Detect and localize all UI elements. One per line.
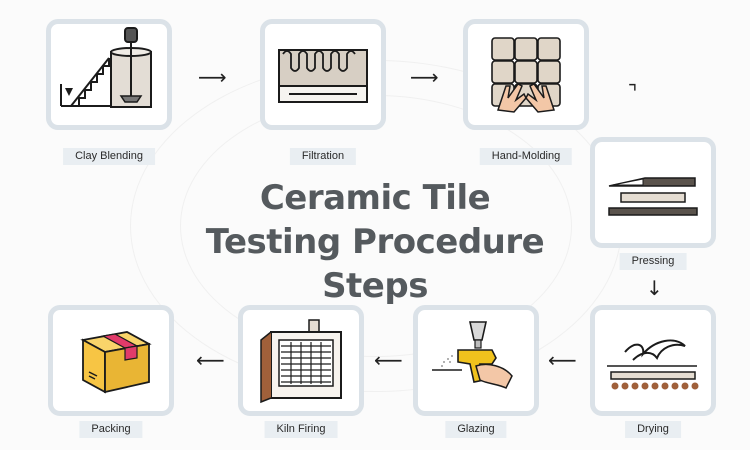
step-card bbox=[590, 305, 716, 416]
step-label: Filtration bbox=[289, 148, 357, 165]
arrow-right-icon: ⟶ bbox=[410, 65, 439, 89]
step-card bbox=[463, 19, 589, 130]
arrow-corner-down-icon: ⌝ bbox=[628, 80, 638, 104]
kiln-icon bbox=[260, 319, 342, 404]
arrow-right-icon: ⟶ bbox=[198, 65, 227, 89]
arrow-left-icon: ⟵ bbox=[548, 348, 577, 372]
step-label: Drying bbox=[625, 421, 681, 438]
hand-molding-icon bbox=[491, 37, 561, 113]
step-glazing: Glazing bbox=[413, 305, 539, 438]
step-label: Clay Blending bbox=[63, 148, 155, 165]
arrow-left-icon: ⟵ bbox=[374, 348, 403, 372]
step-card bbox=[46, 19, 172, 130]
drying-conveyor-icon bbox=[607, 339, 699, 390]
step-card bbox=[48, 305, 174, 416]
step-kiln-firing: Kiln Firing bbox=[238, 305, 364, 438]
box-icon bbox=[80, 331, 152, 394]
step-card bbox=[590, 137, 716, 248]
step-card bbox=[413, 305, 539, 416]
spray-gun-icon bbox=[432, 321, 513, 390]
page-title: Ceramic Tile Testing Procedure Steps bbox=[175, 176, 575, 308]
step-filtration: Filtration bbox=[260, 19, 386, 165]
arrow-left-icon: ⟵ bbox=[196, 348, 225, 372]
clay-mixer-icon bbox=[60, 27, 152, 108]
step-label: Kiln Firing bbox=[264, 421, 338, 438]
title-line-2: Testing Procedure Steps bbox=[205, 222, 545, 306]
step-card bbox=[238, 305, 364, 416]
step-pressing: Pressing bbox=[590, 137, 716, 270]
step-label: Glazing bbox=[445, 421, 507, 438]
step-hand-molding: Hand-Molding bbox=[463, 19, 589, 165]
step-label: Packing bbox=[79, 421, 143, 438]
title-line-1: Ceramic Tile bbox=[259, 178, 491, 218]
step-clay-blending: Clay Blending bbox=[46, 19, 172, 165]
press-icon bbox=[608, 177, 698, 216]
step-packing: Packing bbox=[48, 305, 174, 438]
filter-press-icon bbox=[278, 49, 368, 103]
step-label: Pressing bbox=[619, 253, 687, 270]
step-drying: Drying bbox=[590, 305, 716, 438]
step-label: Hand-Molding bbox=[479, 148, 573, 165]
step-card bbox=[260, 19, 386, 130]
arrow-down-icon: ↓ bbox=[646, 276, 663, 300]
